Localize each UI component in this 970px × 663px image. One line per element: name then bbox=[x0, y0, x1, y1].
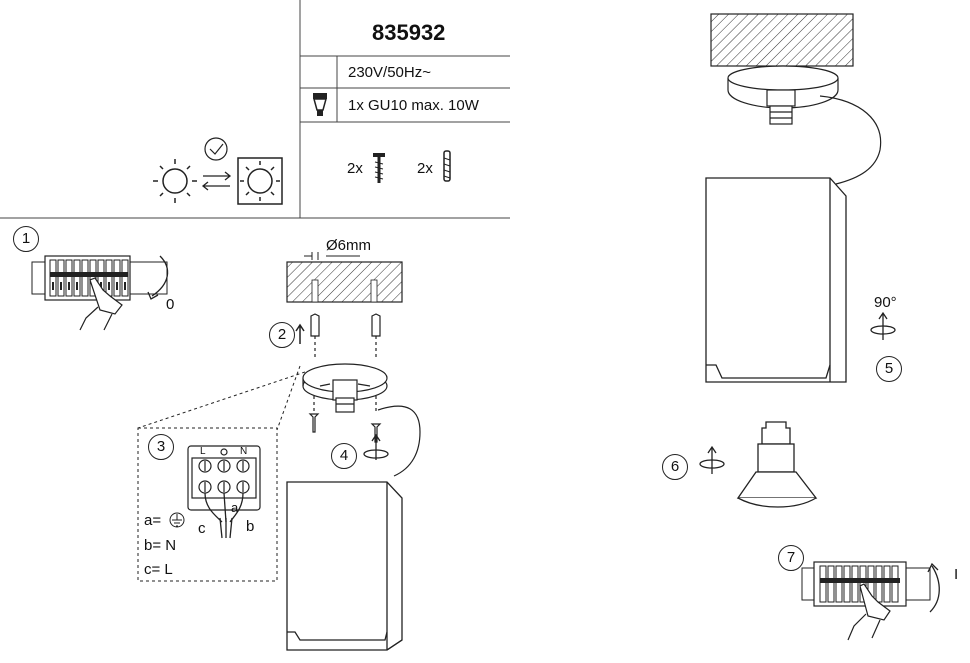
lamp-body-left bbox=[286, 481, 403, 651]
legend-c: c= L bbox=[144, 561, 173, 578]
terminal-block bbox=[187, 445, 261, 511]
rotation-angle: 90° bbox=[874, 294, 897, 311]
power-cable bbox=[377, 405, 421, 477]
rotate-up-icon bbox=[363, 433, 389, 460]
legend-a: a= bbox=[144, 512, 162, 529]
step-5-badge: 5 bbox=[876, 356, 902, 382]
dowel-count: 2x bbox=[417, 160, 433, 177]
rotate-up-icon-6 bbox=[699, 445, 725, 474]
ceiling-block-step2 bbox=[286, 252, 403, 303]
breaker-panel-off bbox=[31, 255, 169, 331]
wire-b-label: b bbox=[246, 518, 255, 535]
terminal-L: L bbox=[200, 446, 206, 457]
dowel-icon bbox=[443, 150, 451, 182]
wiring-detail-box bbox=[137, 427, 278, 582]
off-state-label: 0 bbox=[166, 296, 175, 313]
screw-count: 2x bbox=[347, 160, 363, 177]
cable-right bbox=[819, 95, 882, 185]
step-7-badge: 7 bbox=[778, 545, 804, 571]
wire-a-label: a bbox=[231, 500, 239, 515]
legend-b: b= N bbox=[144, 537, 177, 554]
arrow-up-icon bbox=[295, 323, 305, 344]
step-3-badge: 3 bbox=[148, 434, 174, 460]
dowel-pair-step2 bbox=[310, 313, 381, 360]
swap-arrows-icon bbox=[201, 171, 232, 191]
ceiling-block-right bbox=[710, 13, 854, 67]
screw-icon bbox=[373, 153, 385, 183]
bulb-icon bbox=[313, 93, 327, 116]
rotate-90-icon bbox=[870, 311, 896, 340]
framed-sun-icon bbox=[237, 157, 283, 205]
step-4-badge: 4 bbox=[331, 443, 357, 469]
step-2-badge: 2 bbox=[269, 322, 295, 348]
breaker-panel-on bbox=[801, 561, 940, 641]
voltage-spec: 230V/50Hz~ bbox=[348, 64, 431, 81]
check-icon bbox=[204, 137, 228, 161]
ceiling-base-plate bbox=[302, 363, 388, 413]
screw-pair-step4 bbox=[308, 396, 382, 443]
ground-icon bbox=[169, 512, 185, 528]
terminal-N: N bbox=[240, 446, 248, 457]
step-1-badge: 1 bbox=[13, 226, 39, 252]
lamp-body-right bbox=[705, 177, 847, 383]
wire-bundle bbox=[204, 492, 244, 539]
mounted-base-plate bbox=[727, 65, 839, 125]
sun-icon bbox=[153, 159, 197, 203]
on-state-label: I bbox=[954, 566, 959, 583]
model-number: 835932 bbox=[372, 20, 446, 45]
wire-c-label: c bbox=[198, 520, 206, 537]
drill-diameter: Ø6mm bbox=[326, 237, 371, 254]
gu10-bulb bbox=[736, 421, 818, 508]
step-6-badge: 6 bbox=[662, 454, 688, 480]
bulb-spec: 1x GU10 max. 10W bbox=[348, 97, 479, 114]
